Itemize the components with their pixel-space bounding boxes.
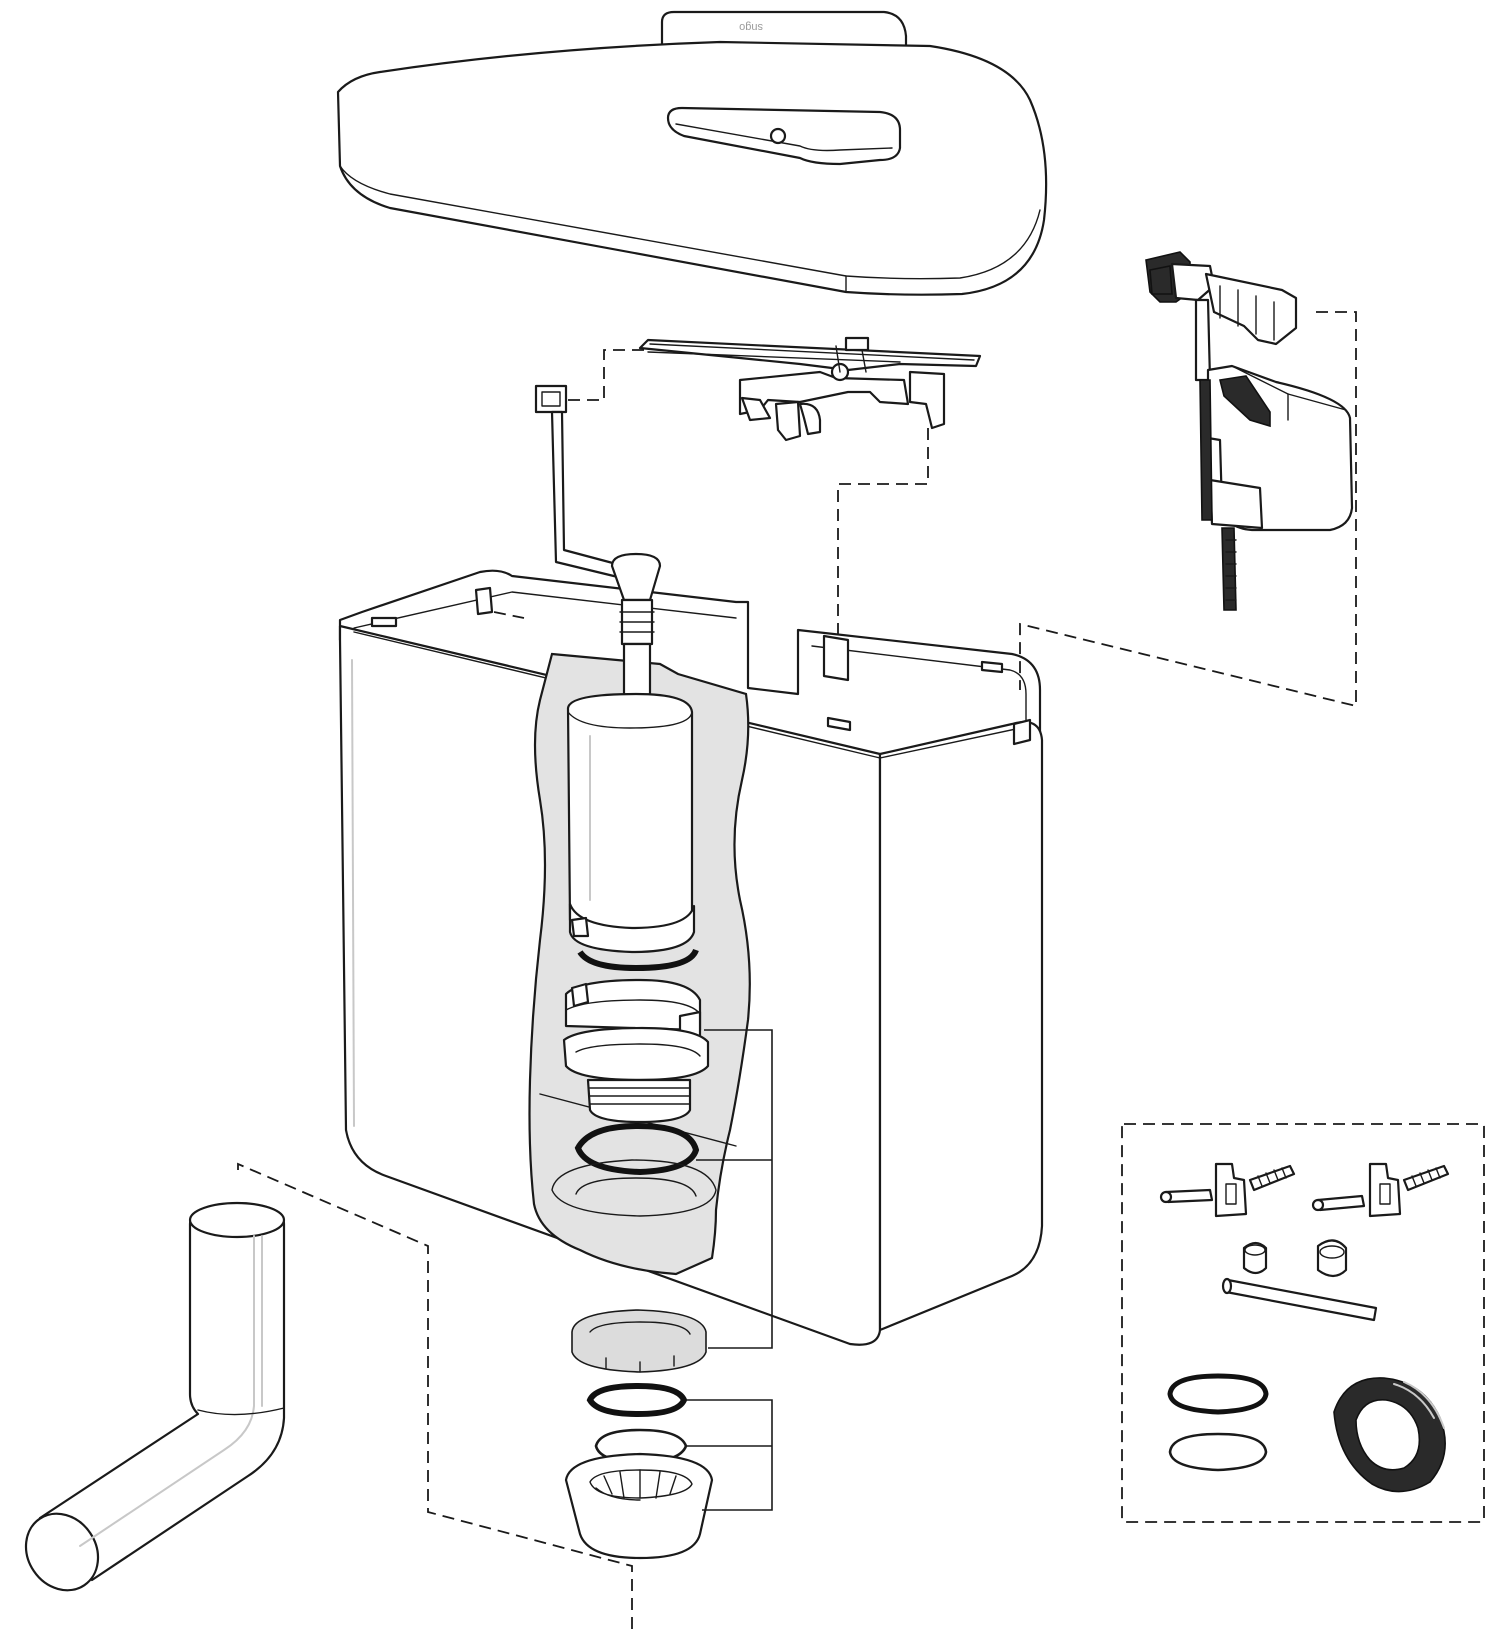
guide-valve-to-tank xyxy=(1019,311,1357,708)
outlet-nut xyxy=(564,1452,714,1560)
washer-ring xyxy=(586,1382,688,1418)
guide-pipe-to-outlet xyxy=(237,1162,633,1632)
assembly-guide-lines xyxy=(237,311,1357,1632)
guide-lever-to-tank xyxy=(837,428,929,640)
leader-bottom-seals xyxy=(686,1399,773,1511)
outlet-cage-assembly xyxy=(551,978,717,1217)
fill-valve xyxy=(1145,251,1354,611)
flush-lever-mechanism xyxy=(638,336,982,442)
guide-rod-to-lever xyxy=(568,349,650,401)
cistern-tank xyxy=(338,569,1044,1346)
flush-rod xyxy=(534,384,626,580)
brand-mark-text: sngo xyxy=(739,21,763,33)
lock-nut xyxy=(571,1309,707,1373)
part-leader-lines xyxy=(686,1029,773,1511)
leader-cage-nut xyxy=(704,1029,773,1349)
guide-rod-to-tank xyxy=(493,611,525,619)
flush-valve xyxy=(566,552,699,972)
fixing-kit xyxy=(1121,1123,1485,1523)
flush-pipe-bend xyxy=(24,1201,286,1592)
cistern-lid xyxy=(336,40,1048,296)
